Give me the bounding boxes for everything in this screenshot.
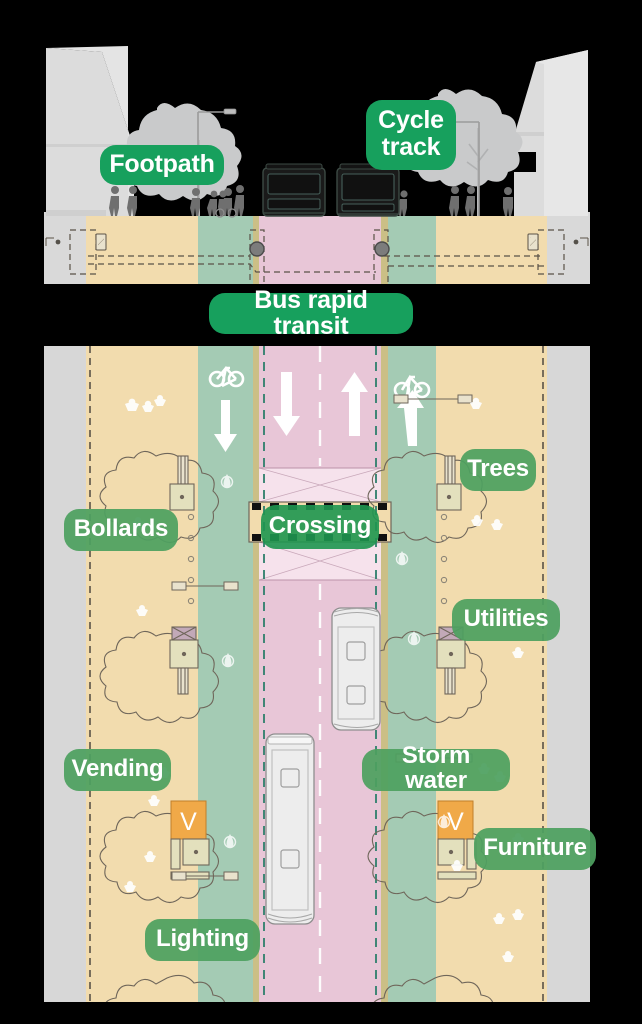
lighting-symbols — [220, 474, 451, 849]
utility-chamber-markers — [45, 233, 589, 251]
plan-label-utilities: Utilities — [452, 599, 560, 641]
section-ground-bands — [44, 212, 590, 284]
building-left — [46, 46, 186, 216]
cyclist-silhouette-section — [215, 190, 237, 218]
section-label-cycle-track: Cycle track — [366, 100, 456, 170]
section-label-bus-rapid-transit: Bus rapid transit — [209, 287, 413, 339]
vending-kiosk-left: V — [170, 800, 207, 840]
bus-plan-left — [265, 733, 315, 925]
plan-label-trees: Trees — [460, 449, 536, 491]
plan-boundary-lines — [89, 346, 544, 1002]
street-light-plan — [171, 871, 239, 881]
plan-label-storm-water: Storm water — [362, 743, 510, 793]
cycle-arrow-up-right — [397, 390, 424, 446]
plan-trees — [99, 450, 493, 1002]
plan-surface-bands — [44, 346, 590, 1002]
underground-utilities-section — [69, 229, 565, 284]
building-right — [514, 50, 588, 216]
tree-canopy-plan — [99, 630, 220, 724]
tree-canopy-plan — [373, 974, 493, 1002]
vending-kiosk-right: V — [437, 800, 474, 840]
bus-plan-right — [331, 607, 381, 731]
bollard-row-left — [187, 513, 195, 605]
street-light-plan — [393, 394, 473, 404]
utility-box-plan — [436, 626, 466, 695]
tree-canopy-plan — [99, 810, 220, 904]
plan-label-vending: Vending — [64, 749, 171, 791]
vending-kiosk-letter-left: V — [180, 808, 197, 836]
bollard-row-right — [440, 513, 448, 605]
plan-label-lighting: Lighting — [145, 919, 260, 961]
plan-label-crossing: Crossing — [261, 505, 379, 549]
tree-trunk-utility-plan — [169, 455, 195, 511]
bus-section-right — [336, 163, 400, 217]
busway-arrow-up — [341, 372, 368, 436]
plan-view-drawing: V V — [44, 346, 590, 1002]
plan-view: V V — [44, 346, 590, 1002]
section-label-footpath: Footpath — [100, 145, 224, 185]
cycle-arrow-down-left — [214, 400, 237, 452]
tree-trunk-utility-plan — [436, 455, 462, 511]
tree-canopy-plan — [105, 974, 225, 1002]
plan-label-bollards: Bollards — [64, 509, 178, 551]
bus-section-left — [262, 163, 326, 217]
vending-kiosk-letter-right: V — [447, 808, 464, 836]
bicycle-marking-left — [208, 366, 245, 388]
plan-label-furniture: Furniture — [474, 828, 596, 870]
busway-arrow-down — [273, 372, 300, 436]
street-light-plan — [171, 581, 239, 591]
drainage-pits-section — [249, 241, 390, 257]
utility-box-plan — [169, 626, 199, 695]
